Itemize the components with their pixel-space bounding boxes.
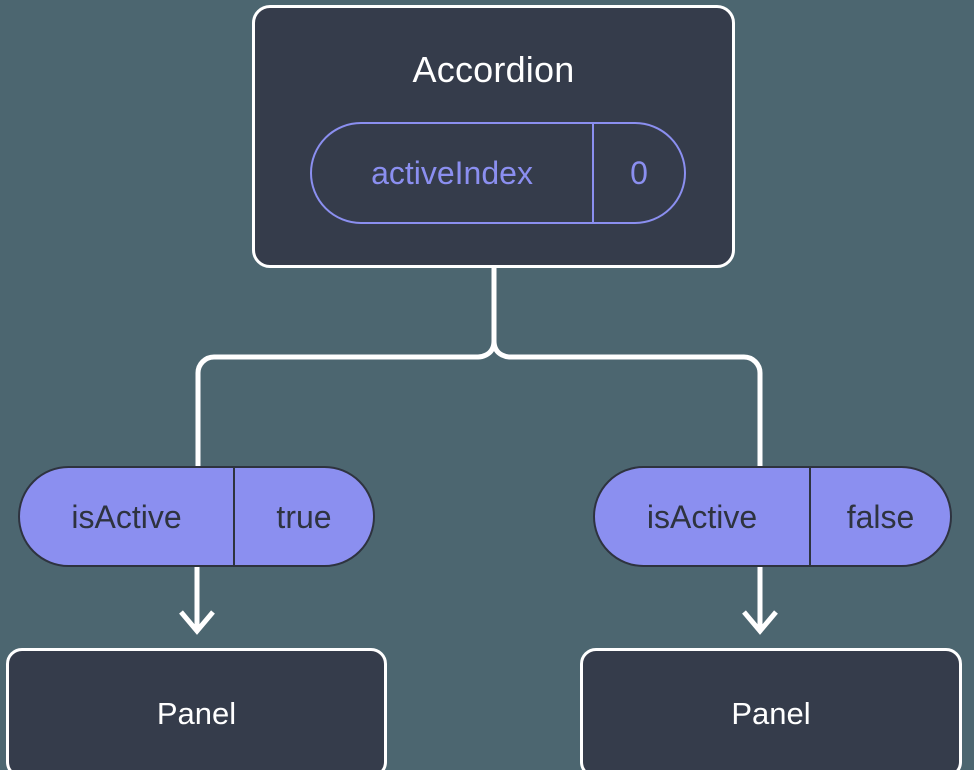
prop-badge-is-active-false[interactable]: isActive false (593, 466, 952, 567)
state-badge-key: activeIndex (312, 124, 594, 222)
prop-badge-key: isActive (20, 468, 235, 565)
panel-label: Panel (731, 695, 811, 731)
arrow-head-right (742, 610, 778, 635)
prop-badge-value: false (846, 498, 915, 535)
prop-badge-is-active-true[interactable]: isActive true (18, 466, 375, 567)
state-badge-active-index[interactable]: activeIndex 0 (310, 122, 686, 224)
state-badge-value: 0 (630, 155, 648, 191)
accordion-root-card[interactable]: Accordion activeIndex 0 (252, 5, 735, 268)
panel-card-left[interactable]: Panel (6, 648, 387, 770)
panel-card-right[interactable]: Panel (580, 648, 962, 770)
panel-label: Panel (156, 695, 237, 731)
prop-badge-key: isActive (595, 468, 811, 565)
arrow-head-left (179, 610, 215, 635)
prop-badge-value: true (276, 498, 332, 535)
accordion-title: Accordion (412, 49, 575, 90)
